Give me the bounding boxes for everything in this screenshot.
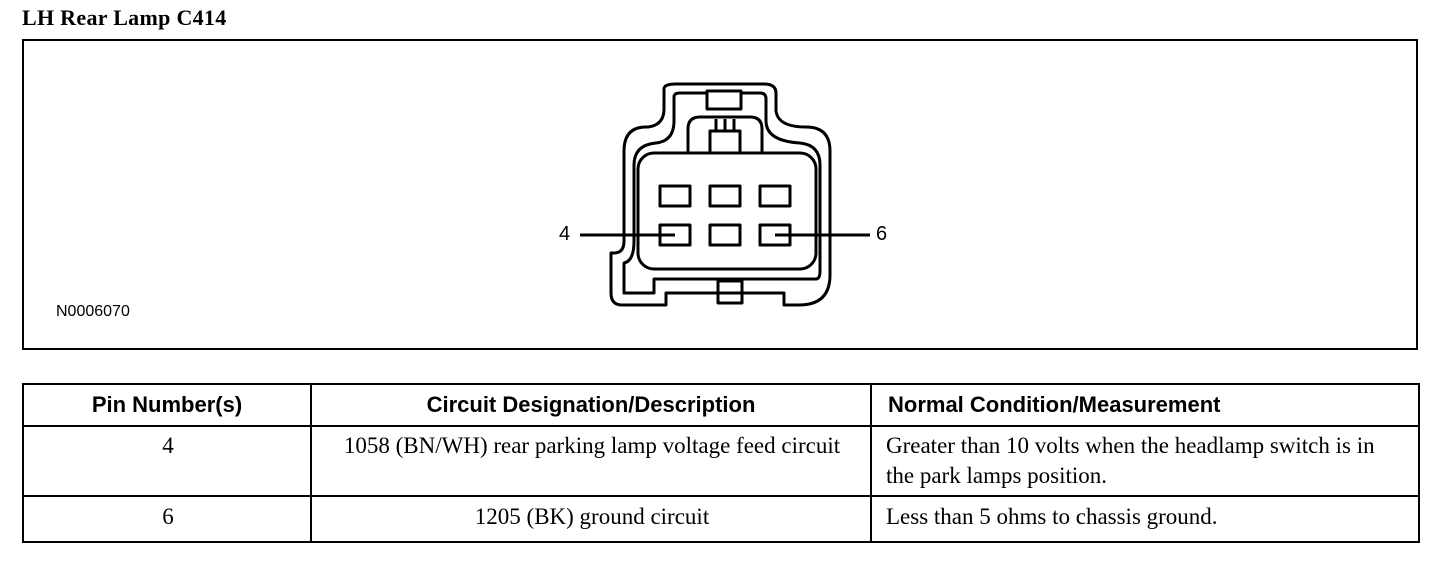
pin-4-label: 4 [559, 223, 571, 245]
cavity-1 [658, 184, 692, 208]
cell-condition: Less than 5 ohms to chassis ground. [870, 495, 1420, 543]
table-row: 6 1205 (BK) ground circuit Less than 5 o… [22, 495, 1420, 543]
table-header-row: Pin Number(s) Circuit Designation/Descri… [22, 383, 1420, 427]
terminal-face [636, 151, 818, 271]
lock-tab-top [705, 89, 743, 111]
header-condition: Normal Condition/Measurement [870, 383, 1420, 427]
header-pin-number: Pin Number(s) [22, 383, 312, 427]
connector-face-drawing [580, 82, 870, 307]
cell-condition: Greater than 10 volts when the headlamp … [870, 425, 1420, 497]
lock-latch [686, 115, 764, 153]
cell-circuit: 1058 (BN/WH) rear parking lamp voltage f… [310, 425, 872, 497]
figure-id: N0006070 [56, 303, 130, 320]
cell-pin: 6 [22, 495, 312, 543]
connector-outer-outline [609, 82, 832, 307]
cavity-2 [708, 184, 742, 208]
pin-6-label: 6 [876, 223, 888, 245]
table-row: 4 1058 (BN/WH) rear parking lamp voltage… [22, 425, 1420, 497]
cavity-3 [758, 184, 792, 208]
connector-diagram: 4 6 N0006070 [22, 39, 1418, 350]
header-circuit: Circuit Designation/Description [310, 383, 872, 427]
connector-inner-outline [622, 91, 822, 295]
page-title: LH Rear Lamp C414 [22, 5, 227, 30]
lock-window [708, 129, 742, 155]
bottom-key [716, 279, 744, 305]
cell-circuit: 1205 (BK) ground circuit [310, 495, 872, 543]
pin-table: Pin Number(s) Circuit Designation/Descri… [22, 383, 1420, 543]
cell-pin: 4 [22, 425, 312, 497]
cavity-5 [708, 223, 742, 247]
